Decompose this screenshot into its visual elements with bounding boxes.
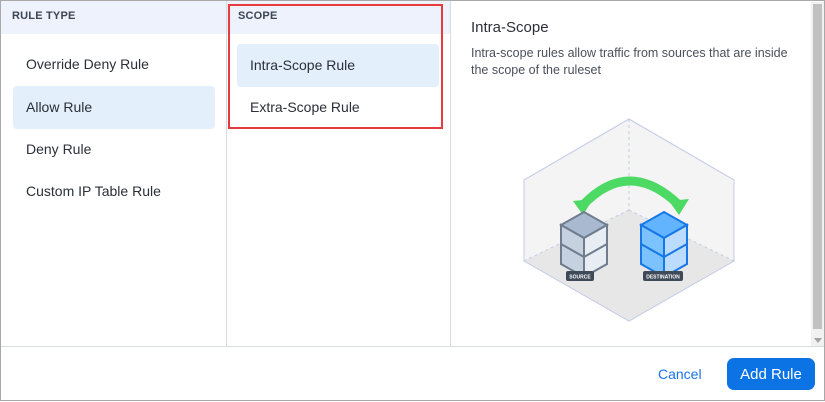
rule-type-column: RULE TYPE Override Deny Rule Allow Rule … — [1, 1, 227, 346]
source-server-icon — [558, 210, 610, 279]
rule-type-allow[interactable]: Allow Rule — [13, 86, 215, 129]
dialog-footer: Cancel Add Rule — [1, 346, 824, 402]
intra-scope-illustration: SOURCE DESTINATION — [523, 118, 735, 322]
detail-description: Intra-scope rules allow traffic from sou… — [471, 46, 788, 77]
scope-header: SCOPE — [227, 1, 450, 34]
cancel-button[interactable]: Cancel — [658, 366, 702, 382]
detail-panel: Intra-Scope Intra-scope rules allow traf… — [451, 1, 811, 346]
add-rule-button[interactable]: Add Rule — [727, 358, 815, 390]
arrow-head-icon — [573, 199, 593, 215]
destination-server-icon — [638, 210, 690, 279]
scrollbar[interactable] — [811, 2, 824, 346]
scope-extra[interactable]: Extra-Scope Rule — [250, 99, 360, 115]
scope-intra[interactable]: Intra-Scope Rule — [237, 44, 439, 87]
detail-title: Intra-Scope — [471, 19, 549, 36]
rule-type-header: RULE TYPE — [1, 1, 226, 34]
rule-type-override-deny[interactable]: Override Deny Rule — [26, 56, 149, 72]
scrollbar-thumb[interactable] — [813, 4, 822, 329]
scope-column: SCOPE Intra-Scope Rule Extra-Scope Rule — [227, 1, 451, 346]
source-label: SOURCE — [569, 275, 591, 281]
rule-type-custom-ip-table[interactable]: Custom IP Table Rule — [26, 183, 161, 199]
rule-type-deny[interactable]: Deny Rule — [26, 141, 92, 157]
scroll-down-arrow-icon[interactable] — [814, 338, 822, 343]
destination-label: DESTINATION — [646, 275, 680, 281]
